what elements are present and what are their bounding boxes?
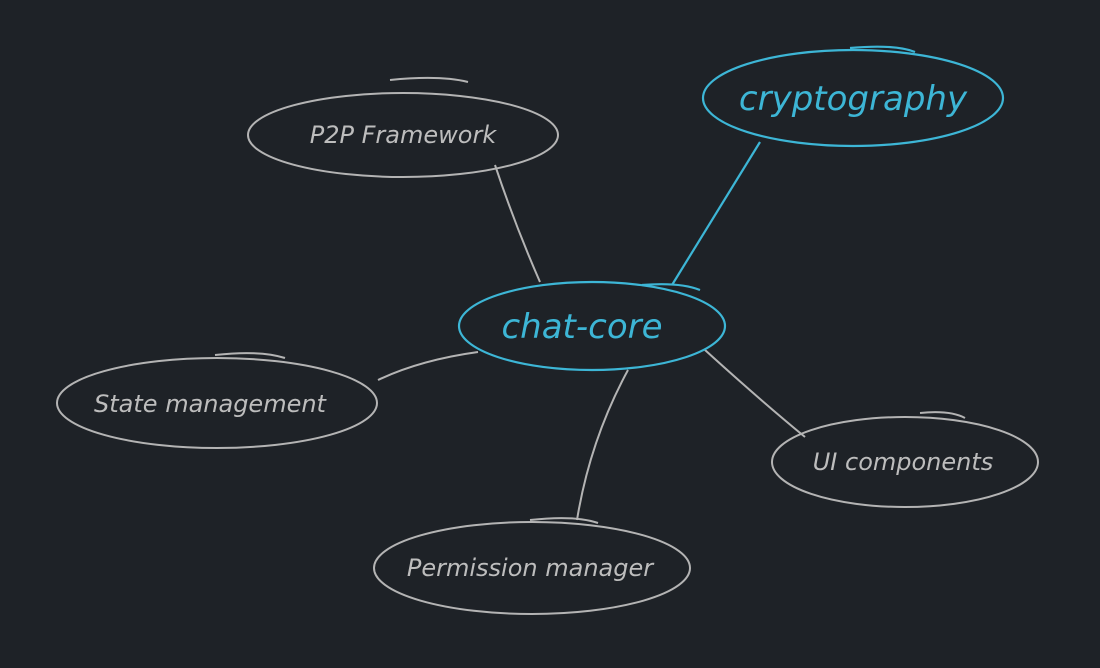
node-ui-components[interactable]: UI components xyxy=(771,411,1039,508)
node-label: P2P Framework xyxy=(310,121,498,149)
node-outline xyxy=(247,92,559,178)
edge-state-management xyxy=(377,351,479,381)
node-label: UI components xyxy=(813,448,994,476)
node-label: State management xyxy=(94,390,328,418)
edge-permission-manager xyxy=(576,369,629,521)
node-outline-tail xyxy=(849,45,916,54)
node-chat-core[interactable]: chat-core xyxy=(457,280,727,372)
node-outline-tail xyxy=(529,517,599,524)
node-outline-tail xyxy=(919,411,966,419)
edge-ui-components xyxy=(704,349,806,438)
node-label: cryptography xyxy=(739,79,968,119)
edge-p2p xyxy=(494,164,541,283)
node-label: chat-core xyxy=(501,307,662,347)
node-outline xyxy=(771,416,1039,508)
node-permission-manager[interactable]: Permission manager xyxy=(373,517,691,615)
node-outline-tail xyxy=(641,283,701,292)
node-outline xyxy=(457,280,727,372)
node-p2p-framework[interactable]: P2P Framework xyxy=(247,76,559,178)
edge-cryptography xyxy=(671,141,761,286)
node-label: Permission manager xyxy=(407,554,655,582)
node-outline xyxy=(56,357,378,449)
node-state-management[interactable]: State management xyxy=(56,352,378,449)
node-outline-tail xyxy=(389,76,469,83)
node-outline xyxy=(373,521,691,615)
node-cryptography[interactable]: cryptography xyxy=(701,45,1005,148)
node-outline-tail xyxy=(214,352,286,359)
node-outline xyxy=(701,48,1005,148)
